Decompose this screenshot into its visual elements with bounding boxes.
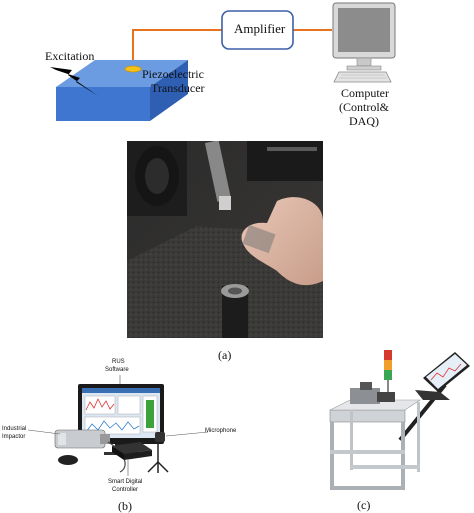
microphone-label: Microphone xyxy=(205,428,237,434)
panel-b-caption: (b) xyxy=(118,499,132,513)
piezo-disk xyxy=(124,65,142,73)
excitation-label: Excitation xyxy=(45,49,95,63)
controller-label-line1: Smart Digital xyxy=(108,479,143,485)
computer-label-line3: DAQ) xyxy=(349,114,379,128)
computer-label-line1: Computer xyxy=(341,86,389,100)
computer-label-line2: (Control& xyxy=(339,100,389,114)
piezo-label-line2: Transducer xyxy=(151,81,205,95)
panel-b-image xyxy=(27,375,209,476)
controller-label-line2: Controller xyxy=(112,487,139,493)
industrial-impactor-label-line2: Impactor xyxy=(2,434,26,440)
panel-c-caption: (c) xyxy=(357,498,371,512)
computer-monitor-icon xyxy=(332,2,396,83)
blue-plate xyxy=(56,60,188,121)
photo-a-caption: (a) xyxy=(218,348,232,362)
transducer-amplifier-wire xyxy=(132,29,222,65)
photo-a-image xyxy=(127,141,323,338)
amplifier-label: Amplifier xyxy=(234,21,286,36)
schematic-diagram xyxy=(50,2,396,121)
industrial-impactor-label-line1: Industrial xyxy=(2,426,27,432)
panel-c-image xyxy=(329,350,470,490)
rus-software-label-line2: Software xyxy=(105,367,129,373)
amplifier-box xyxy=(221,10,294,50)
piezo-label-line1: Piezoelectric xyxy=(142,67,204,81)
rus-software-label-line1: RUS xyxy=(112,359,125,365)
